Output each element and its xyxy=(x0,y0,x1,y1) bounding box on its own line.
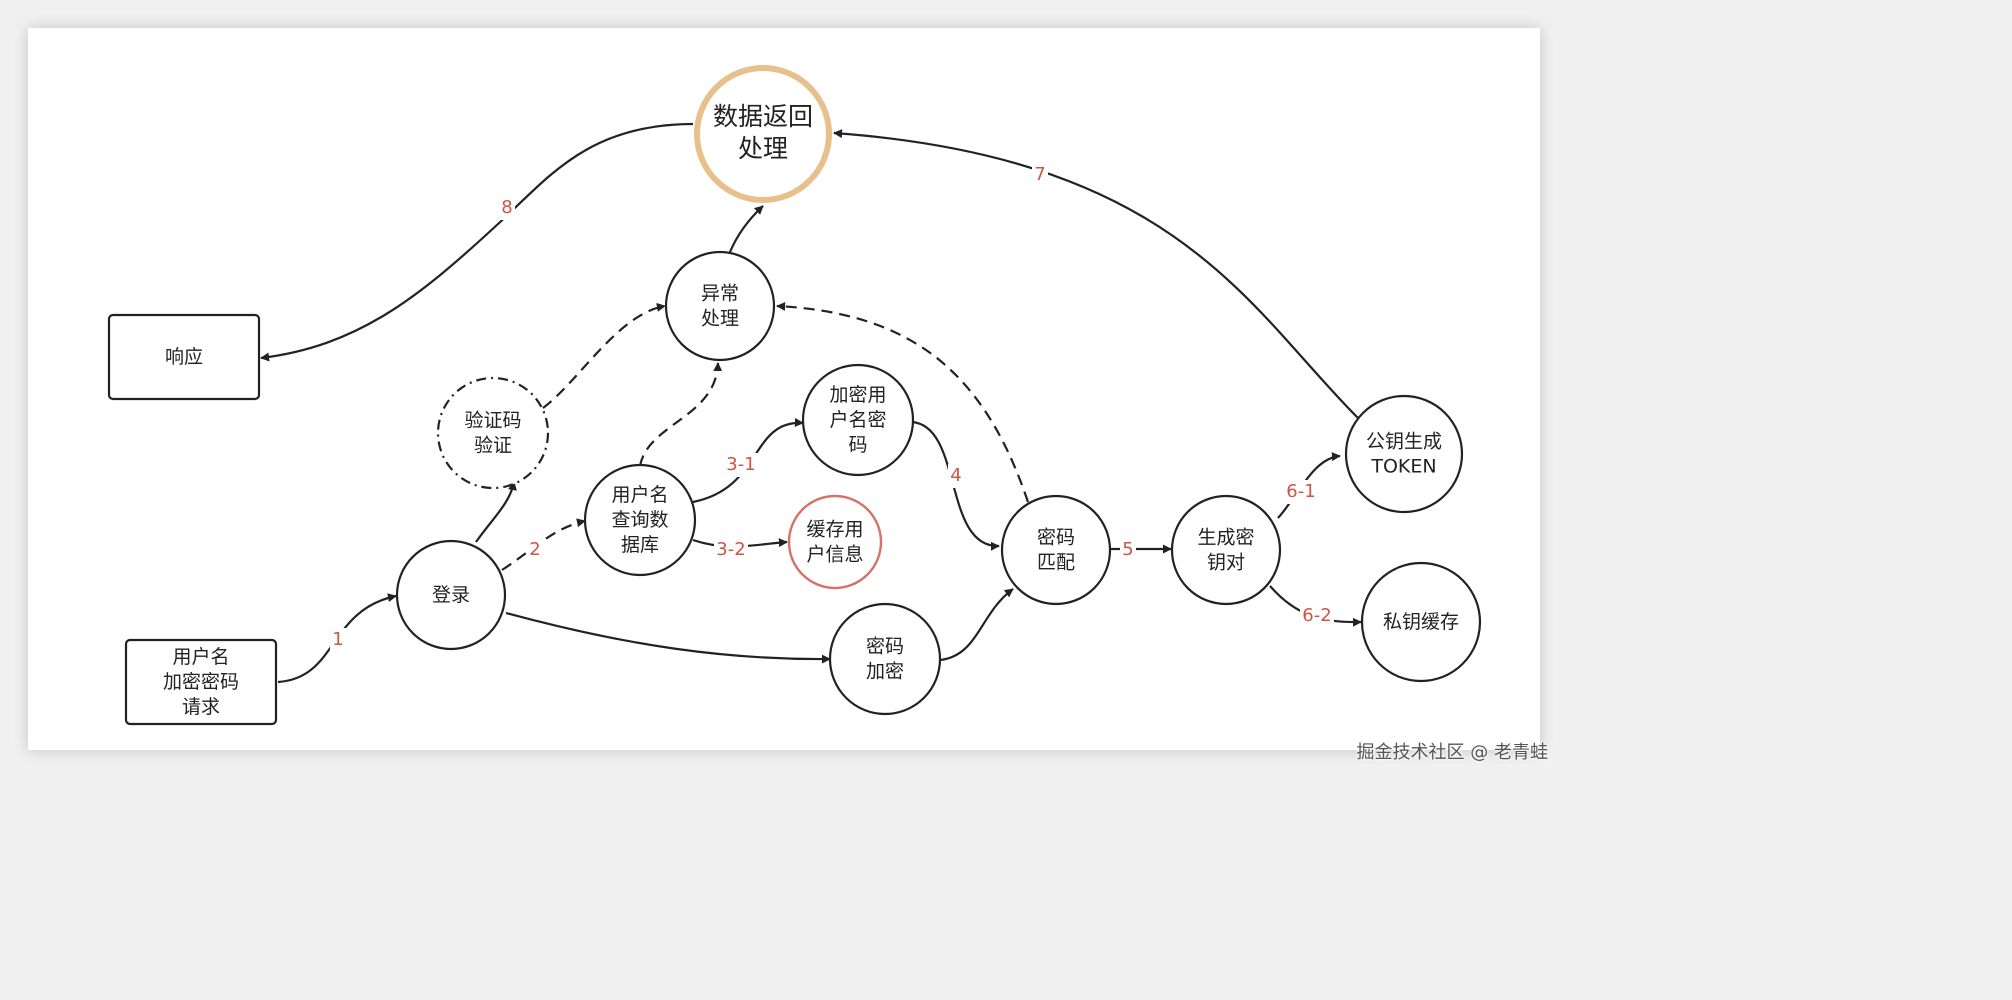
svg-text:密码加密: 密码加密 xyxy=(866,635,904,682)
label-line: 用户名 xyxy=(172,646,229,668)
label-line: 密码 xyxy=(1037,526,1075,548)
node-login[interactable]: 登录 xyxy=(395,539,507,651)
edge-exception-datareturn xyxy=(728,205,764,253)
svg-text:验证码验证: 验证码验证 xyxy=(464,409,521,456)
edge-2 xyxy=(501,518,586,571)
nodes: 用户名加密密码请求 响应 登录 验证码验证 用户名查询数据库 异常处理 数据返回… xyxy=(107,65,1482,726)
node-gen-keypair[interactable]: 生成密钥对 xyxy=(1170,494,1282,606)
edge-captcha-exception xyxy=(542,302,666,409)
svg-text:7: 7 xyxy=(1034,164,1045,185)
edge-label-2: 2 xyxy=(527,538,543,562)
diagram-canvas: 1 2 3-1 3-2 4 5 6-1 6-2 xyxy=(28,28,1540,750)
svg-text:8: 8 xyxy=(501,197,512,218)
node-privkey-cache[interactable]: 私钥缓存 xyxy=(1360,561,1482,683)
edge-query-exception xyxy=(638,362,723,467)
node-request[interactable]: 用户名加密密码请求 xyxy=(124,638,278,726)
label-line: 响应 xyxy=(165,346,203,368)
edge-label-7: 7 xyxy=(1032,163,1048,187)
edge-login-pwd-encrypt xyxy=(505,611,831,664)
node-exception[interactable]: 异常处理 xyxy=(664,250,776,362)
svg-text:6-1: 6-1 xyxy=(1286,481,1315,502)
edge-label-4: 4 xyxy=(948,464,964,488)
label-line: 户信息 xyxy=(806,543,863,565)
label-line: 数据返回 xyxy=(713,102,813,131)
edge-7 xyxy=(833,129,1359,419)
node-encrypt-user-pwd[interactable]: 加密用户名密码 xyxy=(801,363,915,477)
node-pwd-match[interactable]: 密码匹配 xyxy=(1000,494,1112,606)
svg-text:5: 5 xyxy=(1122,539,1133,560)
label-line: 码 xyxy=(848,434,867,456)
label-line: 请求 xyxy=(182,696,220,718)
label-line: 验证码 xyxy=(464,409,521,431)
label-line: 生成密 xyxy=(1197,526,1254,548)
node-data-return[interactable]: 数据返回处理 xyxy=(694,65,832,203)
edges xyxy=(260,122,1362,684)
svg-text:数据返回处理: 数据返回处理 xyxy=(713,102,813,163)
label-line: 验证 xyxy=(474,434,512,456)
node-cache-user[interactable]: 缓存用户信息 xyxy=(787,494,883,590)
flow-diagram: 1 2 3-1 3-2 4 5 6-1 6-2 xyxy=(107,65,1482,726)
label-line: 公钥生成 xyxy=(1366,430,1442,452)
node-response[interactable]: 响应 xyxy=(107,313,261,401)
edge-label-6-2: 6-2 xyxy=(1300,604,1334,628)
edge-labels: 1 2 3-1 3-2 4 5 6-1 6-2 xyxy=(330,163,1334,652)
edge-6-1 xyxy=(1277,452,1341,519)
watermark: 掘金技术社区 @ 老青蛙 xyxy=(1356,742,1548,763)
svg-text:6-2: 6-2 xyxy=(1302,605,1331,626)
svg-text:4: 4 xyxy=(950,465,961,486)
label-line: 处理 xyxy=(701,307,739,329)
edge-login-captcha xyxy=(475,481,517,543)
svg-text:用户名加密密码请求: 用户名加密密码请求 xyxy=(163,646,239,718)
label-line: 密码 xyxy=(866,635,904,657)
svg-text:私钥缓存: 私钥缓存 xyxy=(1383,611,1459,633)
edge-label-3-2: 3-2 xyxy=(714,538,748,562)
svg-text:登录: 登录 xyxy=(432,584,470,606)
label-line: 登录 xyxy=(432,584,470,606)
label-line: 缓存用 xyxy=(806,518,863,540)
svg-text:响应: 响应 xyxy=(165,346,203,368)
label-line: TOKEN xyxy=(1370,455,1436,477)
svg-text:2: 2 xyxy=(529,539,540,560)
label-line: 异常 xyxy=(701,282,739,304)
label-line: 户名密 xyxy=(829,409,886,431)
svg-text:3-1: 3-1 xyxy=(726,454,755,475)
label-line: 匹配 xyxy=(1037,551,1075,573)
label-line: 加密密码 xyxy=(163,671,239,693)
node-captcha[interactable]: 验证码验证 xyxy=(436,376,550,490)
label-line: 用户名 xyxy=(611,484,668,506)
svg-text:密码匹配: 密码匹配 xyxy=(1037,526,1075,573)
label-line: 钥对 xyxy=(1207,551,1245,573)
edge-label-8: 8 xyxy=(499,196,515,220)
svg-text:1: 1 xyxy=(332,629,343,650)
edge-8 xyxy=(260,122,694,362)
label-line: 据库 xyxy=(621,534,659,556)
label-line: 查询数 xyxy=(611,509,668,531)
svg-text:缓存用户信息: 缓存用户信息 xyxy=(806,518,863,565)
svg-text:3-2: 3-2 xyxy=(716,539,745,560)
node-pubkey-token[interactable]: 公钥生成 TOKEN xyxy=(1344,394,1464,514)
svg-text:异常处理: 异常处理 xyxy=(701,282,739,329)
label-line: 加密用 xyxy=(829,384,886,406)
edge-label-5: 5 xyxy=(1120,539,1136,561)
edge-label-3-1: 3-1 xyxy=(724,453,758,477)
label-line: 私钥缓存 xyxy=(1383,611,1459,633)
label-line: 加密 xyxy=(866,660,904,682)
edge-match-exception xyxy=(776,301,1030,503)
svg-text:用户名查询数据库: 用户名查询数据库 xyxy=(611,484,668,556)
edge-label-1: 1 xyxy=(330,628,346,652)
edge-pwdencrypt-match xyxy=(939,588,1014,662)
label-line: 处理 xyxy=(738,134,788,163)
node-pwd-encrypt[interactable]: 密码加密 xyxy=(828,602,942,716)
svg-text:生成密钥对: 生成密钥对 xyxy=(1197,526,1254,573)
edge-label-6-1: 6-1 xyxy=(1284,480,1318,504)
svg-text:加密用户名密码: 加密用户名密码 xyxy=(829,384,886,456)
node-query-db[interactable]: 用户名查询数据库 xyxy=(583,463,697,577)
